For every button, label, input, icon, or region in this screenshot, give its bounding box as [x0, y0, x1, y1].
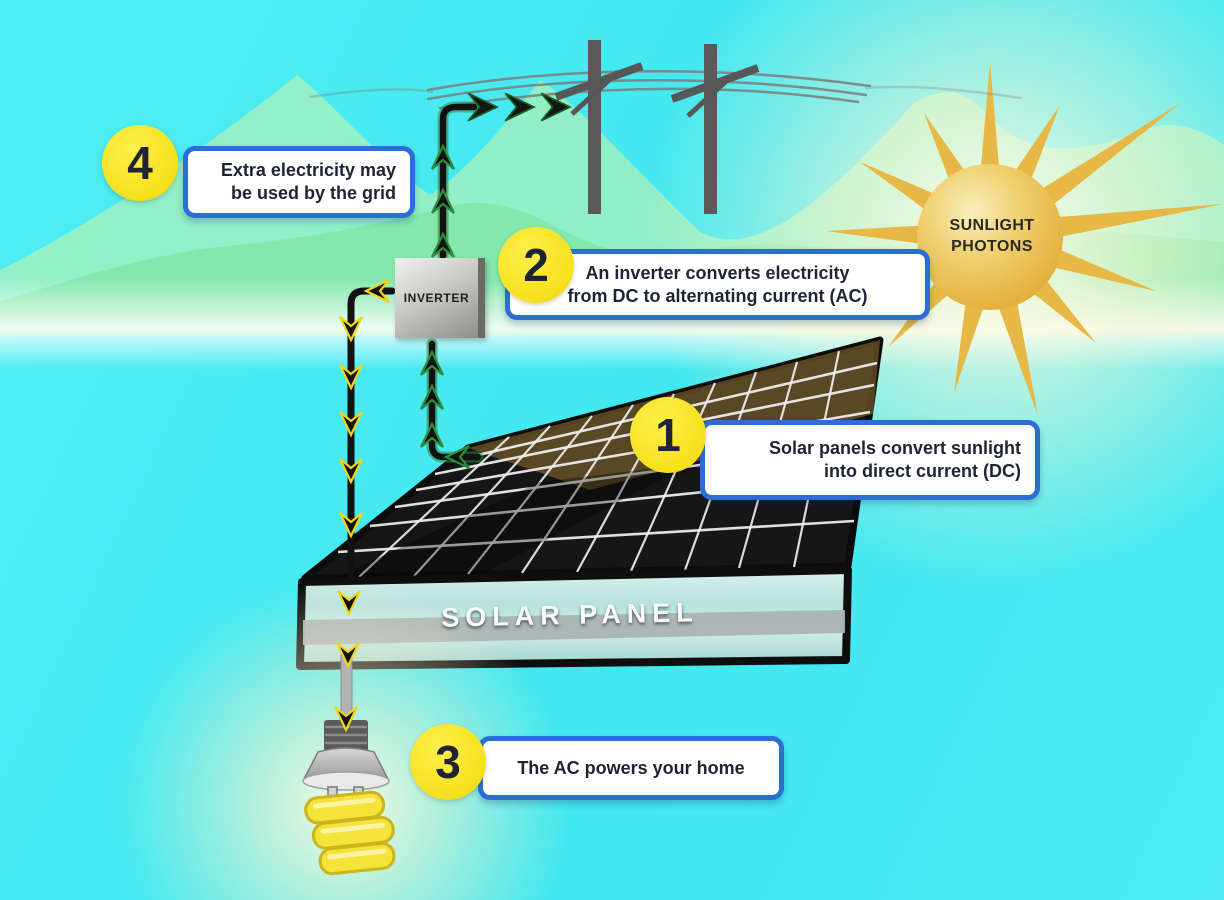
inverter-label: INVERTER: [403, 291, 470, 305]
step1-text-line1: Solar panels convert sunlight: [768, 438, 1021, 459]
step4-text-line2: be used by the grid: [230, 183, 396, 203]
step3-number: 3: [435, 736, 461, 788]
step2-badge: 2: [498, 227, 574, 303]
grid-flow-arrows: [430, 92, 571, 262]
dc-flow-arrows: [419, 338, 484, 470]
cfl-bulb-icon: [302, 654, 396, 876]
step2-callout: An inverter converts electricity from DC…: [505, 249, 930, 320]
step4-number: 4: [127, 137, 153, 189]
step1-badge: 1: [630, 397, 706, 473]
step1-text-line2: into direct current (DC): [823, 461, 1021, 481]
step2-number: 2: [523, 239, 549, 291]
step1-callout: Solar panels convert sunlight into direc…: [700, 420, 1040, 500]
step1-number: 1: [655, 409, 681, 461]
step2-text-line2: from DC to alternating current (AC): [567, 285, 868, 306]
step3-badge: 3: [410, 724, 486, 800]
step4-text-line1: Extra electricity may: [220, 160, 396, 181]
sun-label: SUNLIGHT PHOTONS: [949, 217, 1035, 255]
inverter-box: INVERTER: [395, 258, 485, 338]
ac-flow-arrows: [333, 278, 396, 732]
step4-callout: Extra electricity may be used by the gri…: [183, 146, 415, 218]
step3-text-line1: The AC powers your home: [517, 757, 745, 778]
step2-text-line1: An inverter converts electricity: [585, 262, 850, 283]
step4-badge: 4: [102, 125, 178, 201]
step3-callout: The AC powers your home: [478, 736, 784, 800]
power-pole-icon: [554, 40, 760, 214]
